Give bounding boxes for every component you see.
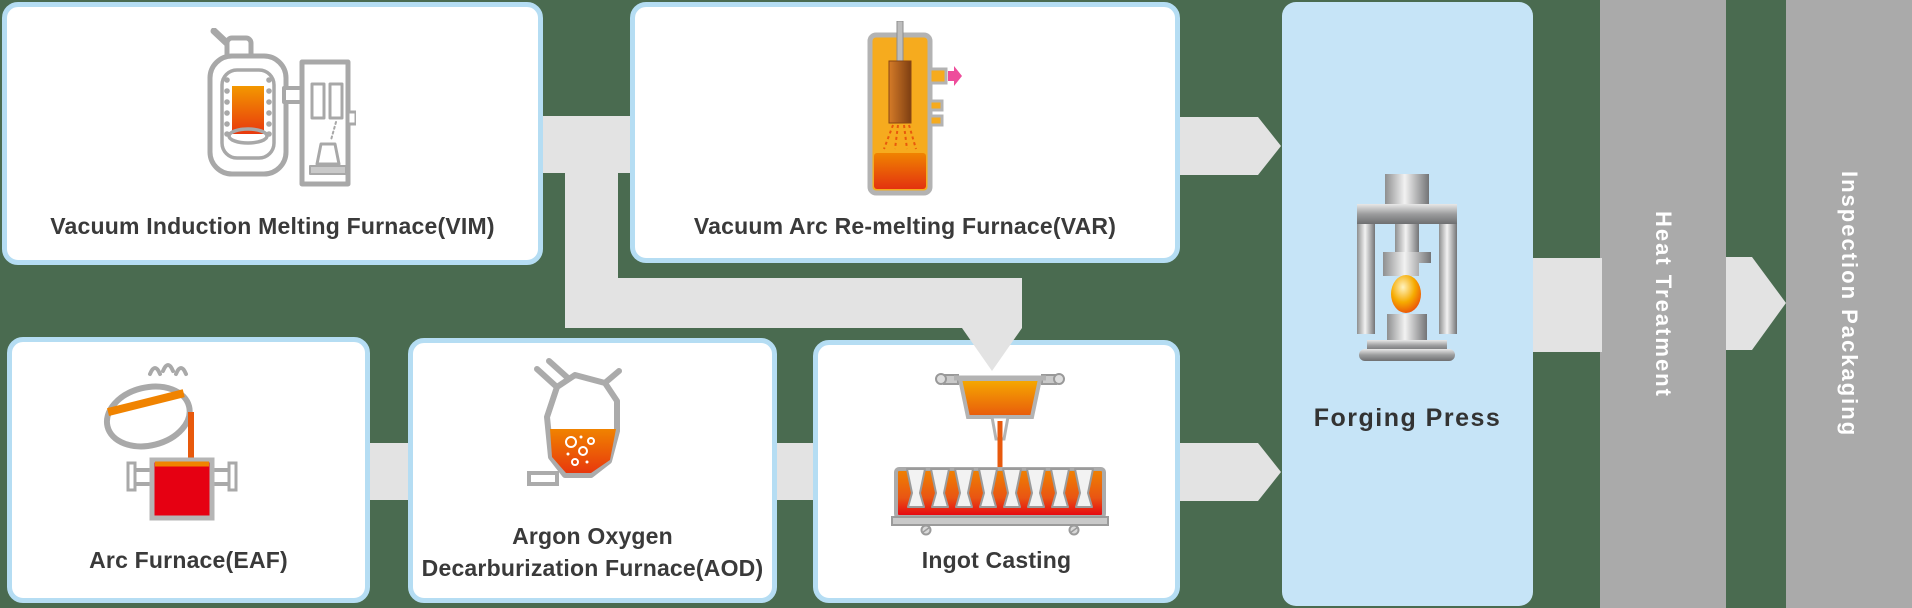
card-ingot: Ingot Casting xyxy=(813,340,1180,603)
heat-treatment-bar: Heat Treatment xyxy=(1600,0,1726,608)
aod-converter-flask-icon xyxy=(527,358,622,486)
card-var: Vacuum Arc Re-melting Furnace(VAR) xyxy=(630,2,1180,263)
aod-card-label-line1: Argon Oxygen xyxy=(512,523,673,549)
aod-card-label: Argon Oxygen Decarburization Furnace(AOD… xyxy=(413,520,772,584)
vim-card-label: Vacuum Induction Melting Furnace(VIM) xyxy=(50,213,495,239)
connector-aod-to-ingot xyxy=(777,443,813,500)
var-card-label: Vacuum Arc Re-melting Furnace(VAR) xyxy=(693,213,1117,239)
eaf-card-label: Arc Furnace(EAF) xyxy=(89,547,288,573)
arc-remelting-furnace-icon xyxy=(867,21,962,196)
connector-var-to-ingot xyxy=(565,278,1022,328)
card-eaf: Arc Furnace(EAF) xyxy=(7,337,370,603)
aod-card-label-line2: Decarburization Furnace(AOD) xyxy=(421,555,764,581)
inspection-packaging-bar: Inspection Packaging xyxy=(1786,0,1912,608)
ingot-casting-molds-icon xyxy=(891,373,1109,536)
forging-press-label: Forging Press xyxy=(1313,404,1502,432)
card-aod: Argon Oxygen Decarburization Furnace(AOD… xyxy=(408,338,777,603)
heat-treatment-label: Heat Treatment xyxy=(1651,210,1676,398)
connector-forging-to-heat xyxy=(1533,258,1602,352)
arrow-heat-to-inspection xyxy=(1726,257,1786,350)
card-vim: Vacuum Induction Melting Furnace(VIM) xyxy=(2,2,543,265)
induction-melting-furnace-icon xyxy=(207,28,356,187)
forging-press-icon xyxy=(1357,174,1457,361)
arc-furnace-ladle-icon xyxy=(103,363,238,521)
arrow-ingot-to-forging xyxy=(1180,443,1281,501)
gas-outlet-arrow-icon xyxy=(948,66,962,86)
connector-vim-to-var xyxy=(543,116,630,173)
ingot-card-label: Ingot Casting xyxy=(921,547,1072,573)
inspection-packaging-label: Inspection Packaging xyxy=(1837,170,1862,438)
forging-press-box: Forging Press xyxy=(1282,2,1533,606)
arrow-var-to-forging xyxy=(1180,117,1281,175)
connector-eaf-to-aod xyxy=(370,443,408,500)
connector-vim-down xyxy=(565,116,618,328)
